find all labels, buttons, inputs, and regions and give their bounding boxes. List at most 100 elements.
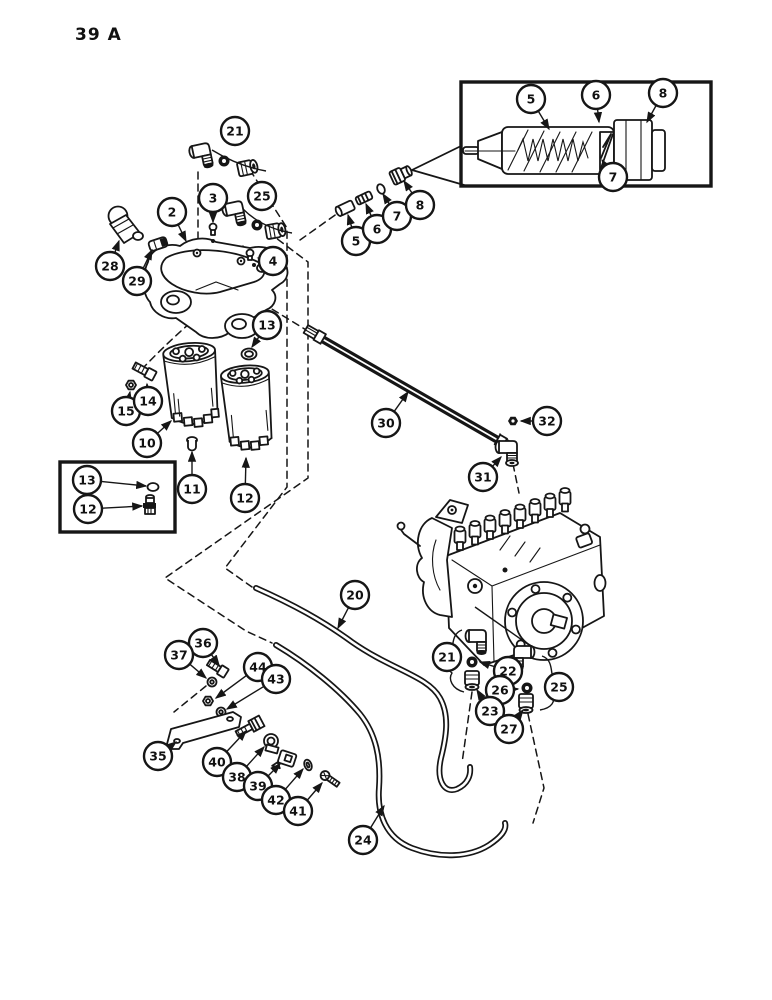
svg-text:11: 11 [183, 482, 200, 497]
bracket-35 [166, 711, 242, 750]
fuel-line-20 [253, 585, 474, 793]
svg-text:5: 5 [352, 234, 361, 249]
brace-21-top [211, 149, 267, 172]
callout-27: 27 [493, 708, 525, 745]
svg-text:22: 22 [499, 664, 516, 679]
svg-text:8: 8 [659, 86, 668, 101]
hand-primer-pump [107, 205, 144, 244]
bolt-36 [205, 659, 230, 679]
svg-text:41: 41 [289, 804, 306, 819]
callout-20: 20 [337, 579, 371, 630]
svg-text:21: 21 [226, 124, 243, 139]
svg-text:7: 7 [393, 209, 402, 224]
svg-text:10: 10 [138, 436, 156, 451]
fuel-filter-10 [162, 341, 220, 428]
pump-port-leader [474, 606, 533, 648]
plug-fitting-29 [147, 236, 169, 252]
svg-text:12: 12 [79, 502, 96, 517]
elbow-31 [494, 440, 519, 467]
callout-2: 2 [156, 196, 188, 243]
callout-12: 12 [229, 456, 261, 514]
svg-text:30: 30 [377, 416, 395, 431]
svg-text:21: 21 [438, 650, 455, 665]
callout-24: 24 [347, 804, 385, 856]
callout-7: 7 [597, 158, 629, 193]
legend-drain-valve [143, 494, 156, 515]
svg-text:8: 8 [416, 198, 425, 213]
svg-text:40: 40 [208, 755, 226, 770]
callout-38: 38 [221, 745, 265, 793]
svg-text:28: 28 [101, 259, 118, 274]
svg-text:24: 24 [354, 833, 372, 848]
svg-text:32: 32 [538, 414, 555, 429]
callout-12: 12 [72, 493, 144, 525]
svg-text:25: 25 [253, 189, 270, 204]
svg-text:3: 3 [209, 191, 218, 206]
callout-5: 5 [515, 83, 550, 131]
svg-text:27: 27 [500, 722, 517, 737]
svg-text:36: 36 [194, 636, 212, 651]
svg-text:13: 13 [78, 473, 95, 488]
svg-text:6: 6 [592, 88, 601, 103]
callout-28: 28 [94, 239, 126, 282]
svg-text:38: 38 [228, 770, 245, 785]
nut-44 [202, 695, 214, 707]
svg-text:29: 29 [128, 274, 145, 289]
fuel-line-24 [273, 642, 509, 859]
svg-text:7: 7 [609, 170, 618, 185]
svg-text:6: 6 [373, 222, 382, 237]
callout-21: 21 [219, 115, 251, 147]
callout-35: 35 [142, 740, 178, 772]
filter-head-base [142, 237, 289, 339]
plug-8 [388, 165, 413, 186]
fuel-filter-12 [220, 364, 273, 451]
callout-11: 11 [176, 450, 208, 505]
callout-23: 23 [474, 688, 506, 727]
callout-30: 30 [370, 390, 409, 439]
svg-text:13: 13 [258, 318, 275, 333]
svg-text:35: 35 [149, 749, 166, 764]
svg-text:26: 26 [491, 683, 509, 698]
brace-25-top [242, 208, 293, 234]
fitting-11 [186, 436, 198, 452]
svg-text:4: 4 [269, 254, 278, 269]
legend-o-ring [146, 482, 160, 492]
screw-4 [245, 248, 256, 267]
callout-21: 21 [431, 641, 463, 673]
svg-text:31: 31 [474, 470, 491, 485]
svg-text:12: 12 [236, 491, 253, 506]
o-ring-7 [376, 183, 386, 195]
svg-text:23: 23 [481, 704, 498, 719]
svg-text:15: 15 [117, 404, 134, 419]
svg-text:5: 5 [527, 92, 536, 107]
seal-ring-13 [240, 347, 258, 361]
ring-42 [303, 758, 313, 772]
callout-41: 41 [282, 781, 323, 827]
callout-43: 43 [225, 663, 292, 710]
callout-13: 13 [251, 309, 283, 349]
callout-29: 29 [121, 248, 153, 297]
svg-text:42: 42 [267, 793, 284, 808]
flexible-hose-30 [302, 324, 517, 454]
page-number-label: 39 A [75, 25, 122, 45]
injection-pump [396, 487, 607, 666]
bolt-14 [131, 361, 158, 382]
svg-text:2: 2 [168, 205, 177, 220]
callout-3: 3 [197, 182, 229, 224]
callout-32: 32 [519, 405, 563, 437]
nut-15 [125, 379, 137, 391]
spring-6 [354, 190, 374, 206]
svg-text:14: 14 [139, 394, 157, 409]
callout-6: 6 [580, 79, 612, 124]
callout-4: 4 [256, 245, 289, 277]
svg-text:43: 43 [267, 672, 284, 687]
svg-text:37: 37 [170, 648, 187, 663]
legend-box [58, 460, 177, 534]
sleeve-5 [334, 199, 356, 217]
callout-25: 25 [246, 180, 278, 212]
callout-8: 8 [403, 179, 436, 221]
screw-3 [208, 222, 218, 243]
